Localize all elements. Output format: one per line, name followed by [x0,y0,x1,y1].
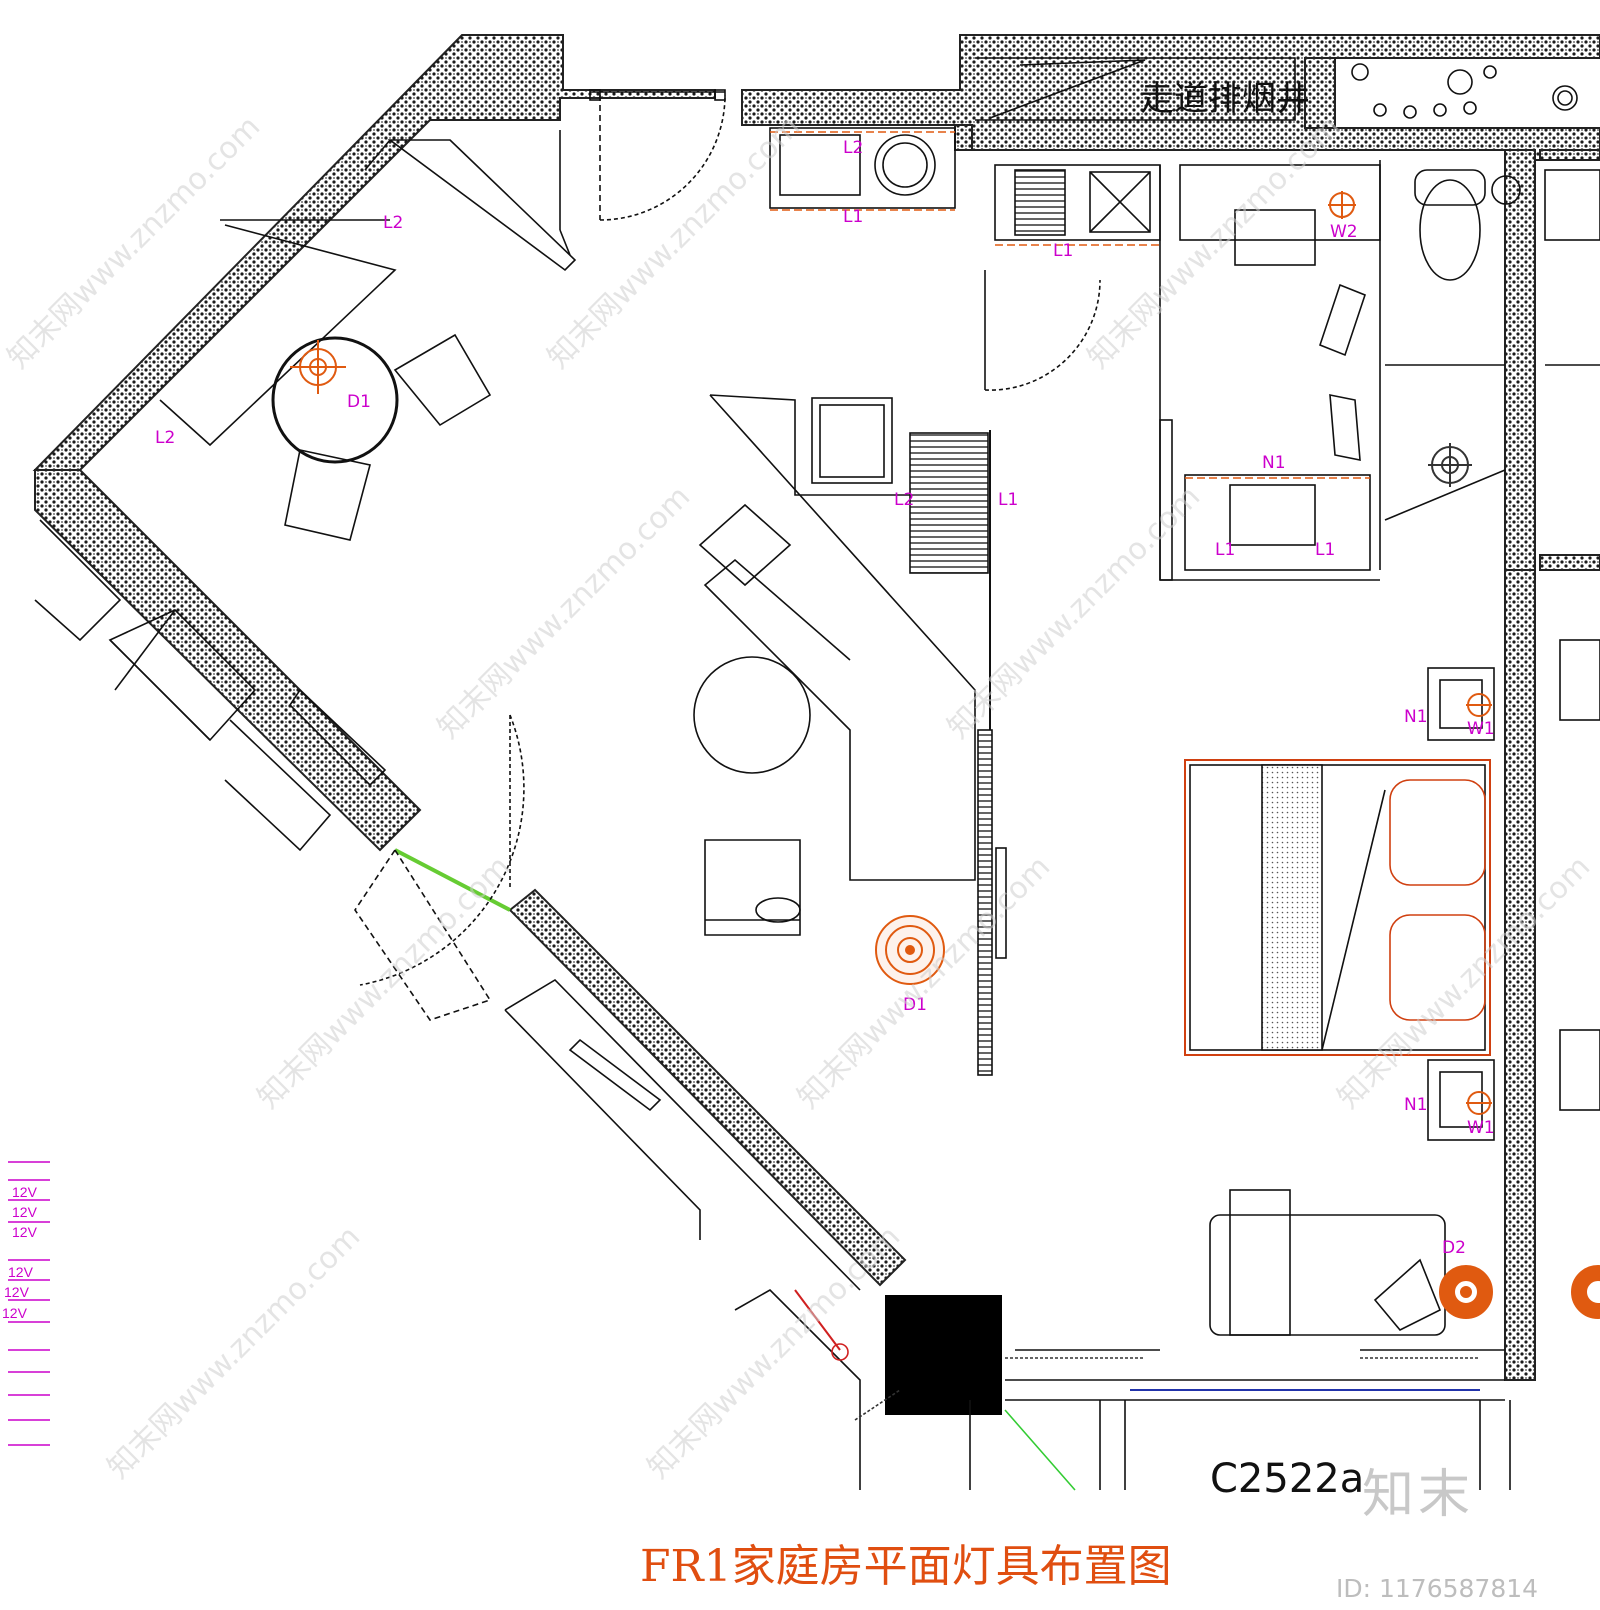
watermark-text: 知末网www.znzmo.com [101,1219,367,1485]
window-code: C2522a [1210,1456,1364,1502]
voltage-label: 12V [12,1204,38,1220]
floor-lamp-d2-icon [1439,1265,1493,1319]
fixture-label-d1: D1 [903,995,927,1015]
fixture-labels: L2 L2 D1 L2 L1 L1 W2 N1 L1 L1 L2 L1 D1 N… [155,138,1495,1258]
fixture-label-d1: D1 [347,392,371,412]
floor-lamp-d2-icon [1571,1265,1600,1319]
fixture-label-l1: L1 [1215,540,1235,560]
fixture-label-l2: L2 [383,213,403,233]
voltage-label: 12V [8,1264,34,1280]
structural-column [885,1295,1002,1415]
fixture-label-n1: N1 [1262,453,1286,473]
drawing-title: FR1家庭房平面灯具布置图 [640,1541,1172,1592]
legend-lines [8,1161,50,1446]
brand-logo-text: 知末 [1362,1465,1475,1525]
fixture-label-d2: D2 [1442,1238,1466,1258]
fixture-label-n1: N1 [1404,1095,1428,1115]
fixture-label-l2: L2 [155,428,175,448]
fixture-label-l1: L1 [843,207,863,227]
watermark-text: 知末网www.znzmo.com [791,849,1057,1115]
fixture-label-l2: L2 [894,490,914,510]
fixture-label-l2: L2 [843,138,863,158]
voltage-label: 12V [2,1305,28,1321]
watermark-text: 知末网www.znzmo.com [641,1219,907,1485]
fixture-label-n1: N1 [1404,707,1428,727]
watermark-text: 知末网www.znzmo.com [251,849,517,1115]
voltage-label: 12V [12,1184,38,1200]
fixture-label-l1: L1 [998,490,1018,510]
pendant-d1-living-icon [875,915,945,985]
watermark-text: 知末网www.znzmo.com [1331,849,1597,1115]
voltage-label: 12V [4,1284,30,1300]
watermark-text: 知末网www.znzmo.com [431,479,697,745]
downlight-d1-dining-icon [290,340,346,394]
watermark-text: 知末网www.znzmo.com [541,109,807,375]
voltage-label: 12V [12,1224,38,1240]
image-id: ID: 1176587814 [1336,1574,1539,1603]
fixture-label-w1: W1 [1467,1118,1495,1138]
fixture-label-l1: L1 [1053,241,1073,261]
fixture-label-w2: W2 [1330,222,1358,242]
shaft-label: 走道排烟井 [1140,79,1310,119]
wall-lamp-w1-icon [1466,1091,1492,1115]
walls [32,34,1600,1381]
wall-lamp-w2-icon [1328,191,1356,219]
fixture-label-w1: W1 [1467,719,1495,739]
exhaust-fan-icon [1428,443,1472,487]
wall-lamp-w1-icon [1466,693,1492,717]
lamp-symbols [290,191,1600,1319]
linework [34,57,1600,1491]
fixture-label-l1: L1 [1315,540,1335,560]
watermark-text: 知末网www.znzmo.com [1,109,267,375]
